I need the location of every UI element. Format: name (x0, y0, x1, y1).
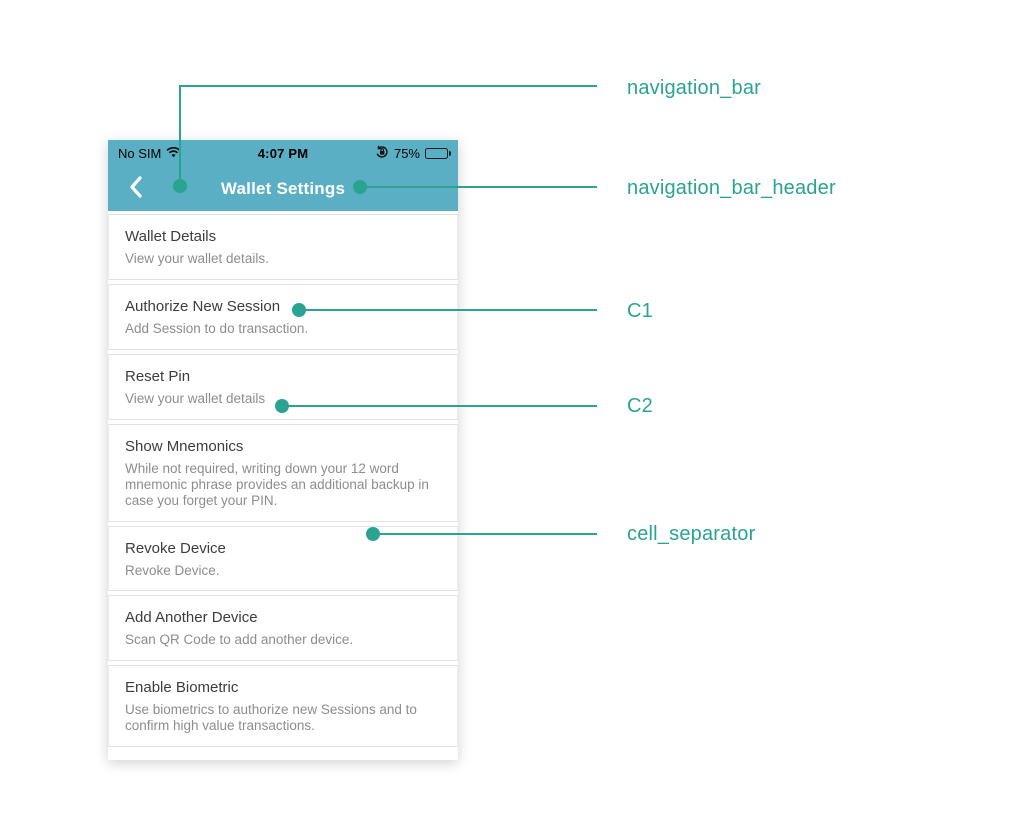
cell-subtitle: View your wallet details (125, 390, 266, 406)
cell-add-another-device[interactable]: Add Another Device Scan QR Code to add a… (108, 595, 458, 662)
cell-authorize-new-session[interactable]: Authorize New Session Add Session to do … (108, 283, 458, 350)
navigation-bar: Wallet Settings (108, 166, 458, 211)
clock-label: 4:07 PM (257, 145, 309, 161)
callout-label-c2: C2 (627, 395, 653, 417)
carrier-label: No SIM (118, 145, 162, 161)
battery-percent-label: 75% (393, 145, 420, 161)
cell-title: Add Another Device (125, 609, 258, 627)
cell-title: Authorize New Session (125, 297, 281, 315)
phone-screenshot: No SIM 4:07 PM (108, 140, 458, 760)
cell-subtitle: Add Session to do transaction. (125, 320, 309, 336)
cell-revoke-device[interactable]: Revoke Device Revoke Device. (108, 525, 458, 592)
cell-subtitle: Use biometrics to authorize new Sessions… (125, 702, 417, 734)
cell-title: Wallet Details (125, 228, 217, 245)
callout-line-navigation-bar (179, 85, 597, 87)
status-bar: No SIM 4:07 PM (108, 140, 458, 166)
cell-subtitle: Scan QR Code to add another device. (125, 632, 354, 648)
callout-label-navigation-bar-header: navigation_bar_header (627, 177, 836, 199)
cell-title: Reset Pin (125, 367, 191, 385)
cell-title: Enable Biometric (125, 679, 239, 697)
cell-show-mnemonics[interactable]: Show Mnemonics While not required, writi… (108, 423, 458, 522)
cell-title: Show Mnemonics (125, 437, 244, 455)
callout-label-navigation-bar: navigation_bar (627, 77, 762, 99)
settings-list: Wallet Details View your wallet details.… (108, 211, 458, 748)
callout-label-cell-separator: cell_separator (627, 523, 756, 545)
cell-title: Revoke Device (125, 539, 226, 557)
orientation-lock-icon (375, 145, 389, 162)
cell-subtitle: While not required, writing down your 12… (125, 460, 429, 508)
cell-subtitle: View your wallet details. (125, 251, 269, 266)
navigation-bar-header: Wallet Settings (220, 178, 346, 198)
wifi-icon (166, 146, 181, 161)
callout-label-c1: C1 (627, 300, 653, 322)
cell-subtitle: Revoke Device. (125, 562, 220, 578)
cell-enable-biometric[interactable]: Enable Biometric Use biometrics to autho… (108, 665, 458, 748)
battery-icon (425, 147, 451, 159)
chevron-left-icon (129, 175, 142, 203)
cell-reset-pin[interactable]: Reset Pin View your wallet details (108, 353, 458, 420)
cell-wallet-details[interactable]: Wallet Details View your wallet details. (108, 214, 458, 280)
back-button[interactable] (122, 175, 148, 203)
